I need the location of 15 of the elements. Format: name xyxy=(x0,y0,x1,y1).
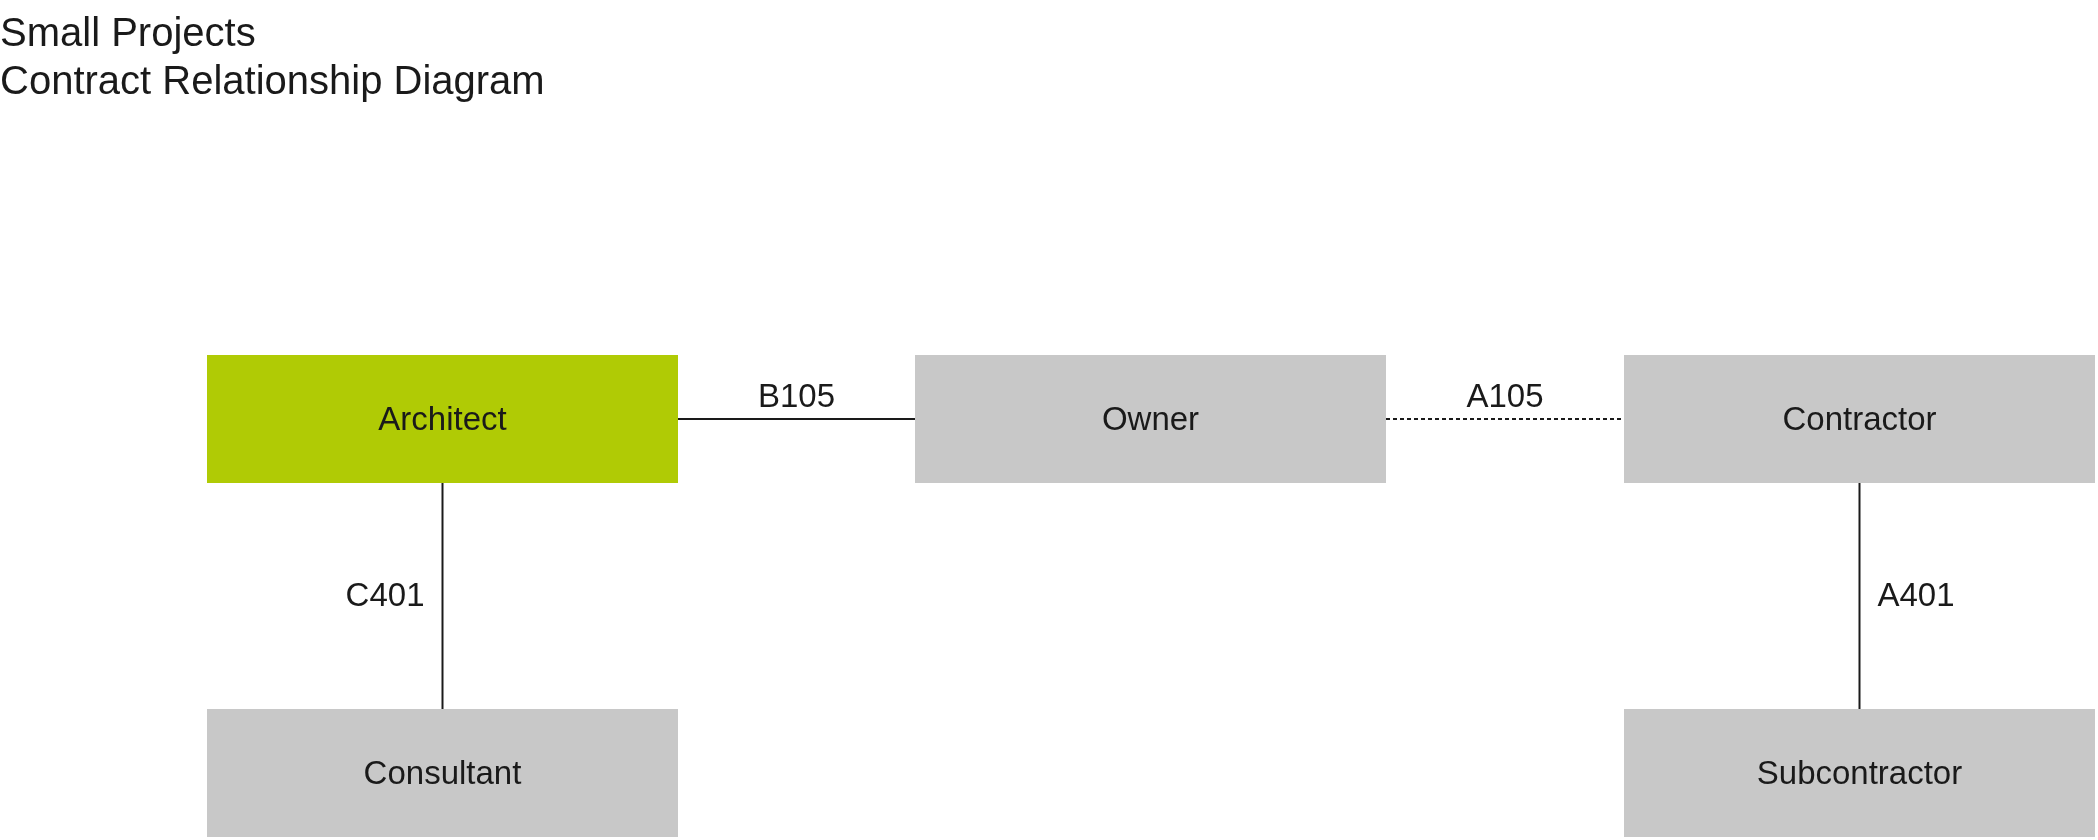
party-box xyxy=(1624,709,2095,837)
connector xyxy=(677,418,916,420)
diagram-subtitle: Contract Relationship Diagram xyxy=(0,57,545,104)
party-name: Owner xyxy=(1101,400,1200,438)
party-name: Consultant xyxy=(363,754,522,792)
connector xyxy=(441,482,444,710)
party-name: Contractor xyxy=(1782,400,1937,438)
party-box xyxy=(207,709,678,837)
party-box xyxy=(915,355,1386,483)
party-box xyxy=(207,355,678,483)
party-name: Architect xyxy=(378,400,507,438)
diagram-title: Small Projects xyxy=(0,9,256,56)
party-box xyxy=(1624,355,2095,483)
party-name: Subcontractor xyxy=(1756,754,1963,792)
connector xyxy=(1858,482,1861,710)
